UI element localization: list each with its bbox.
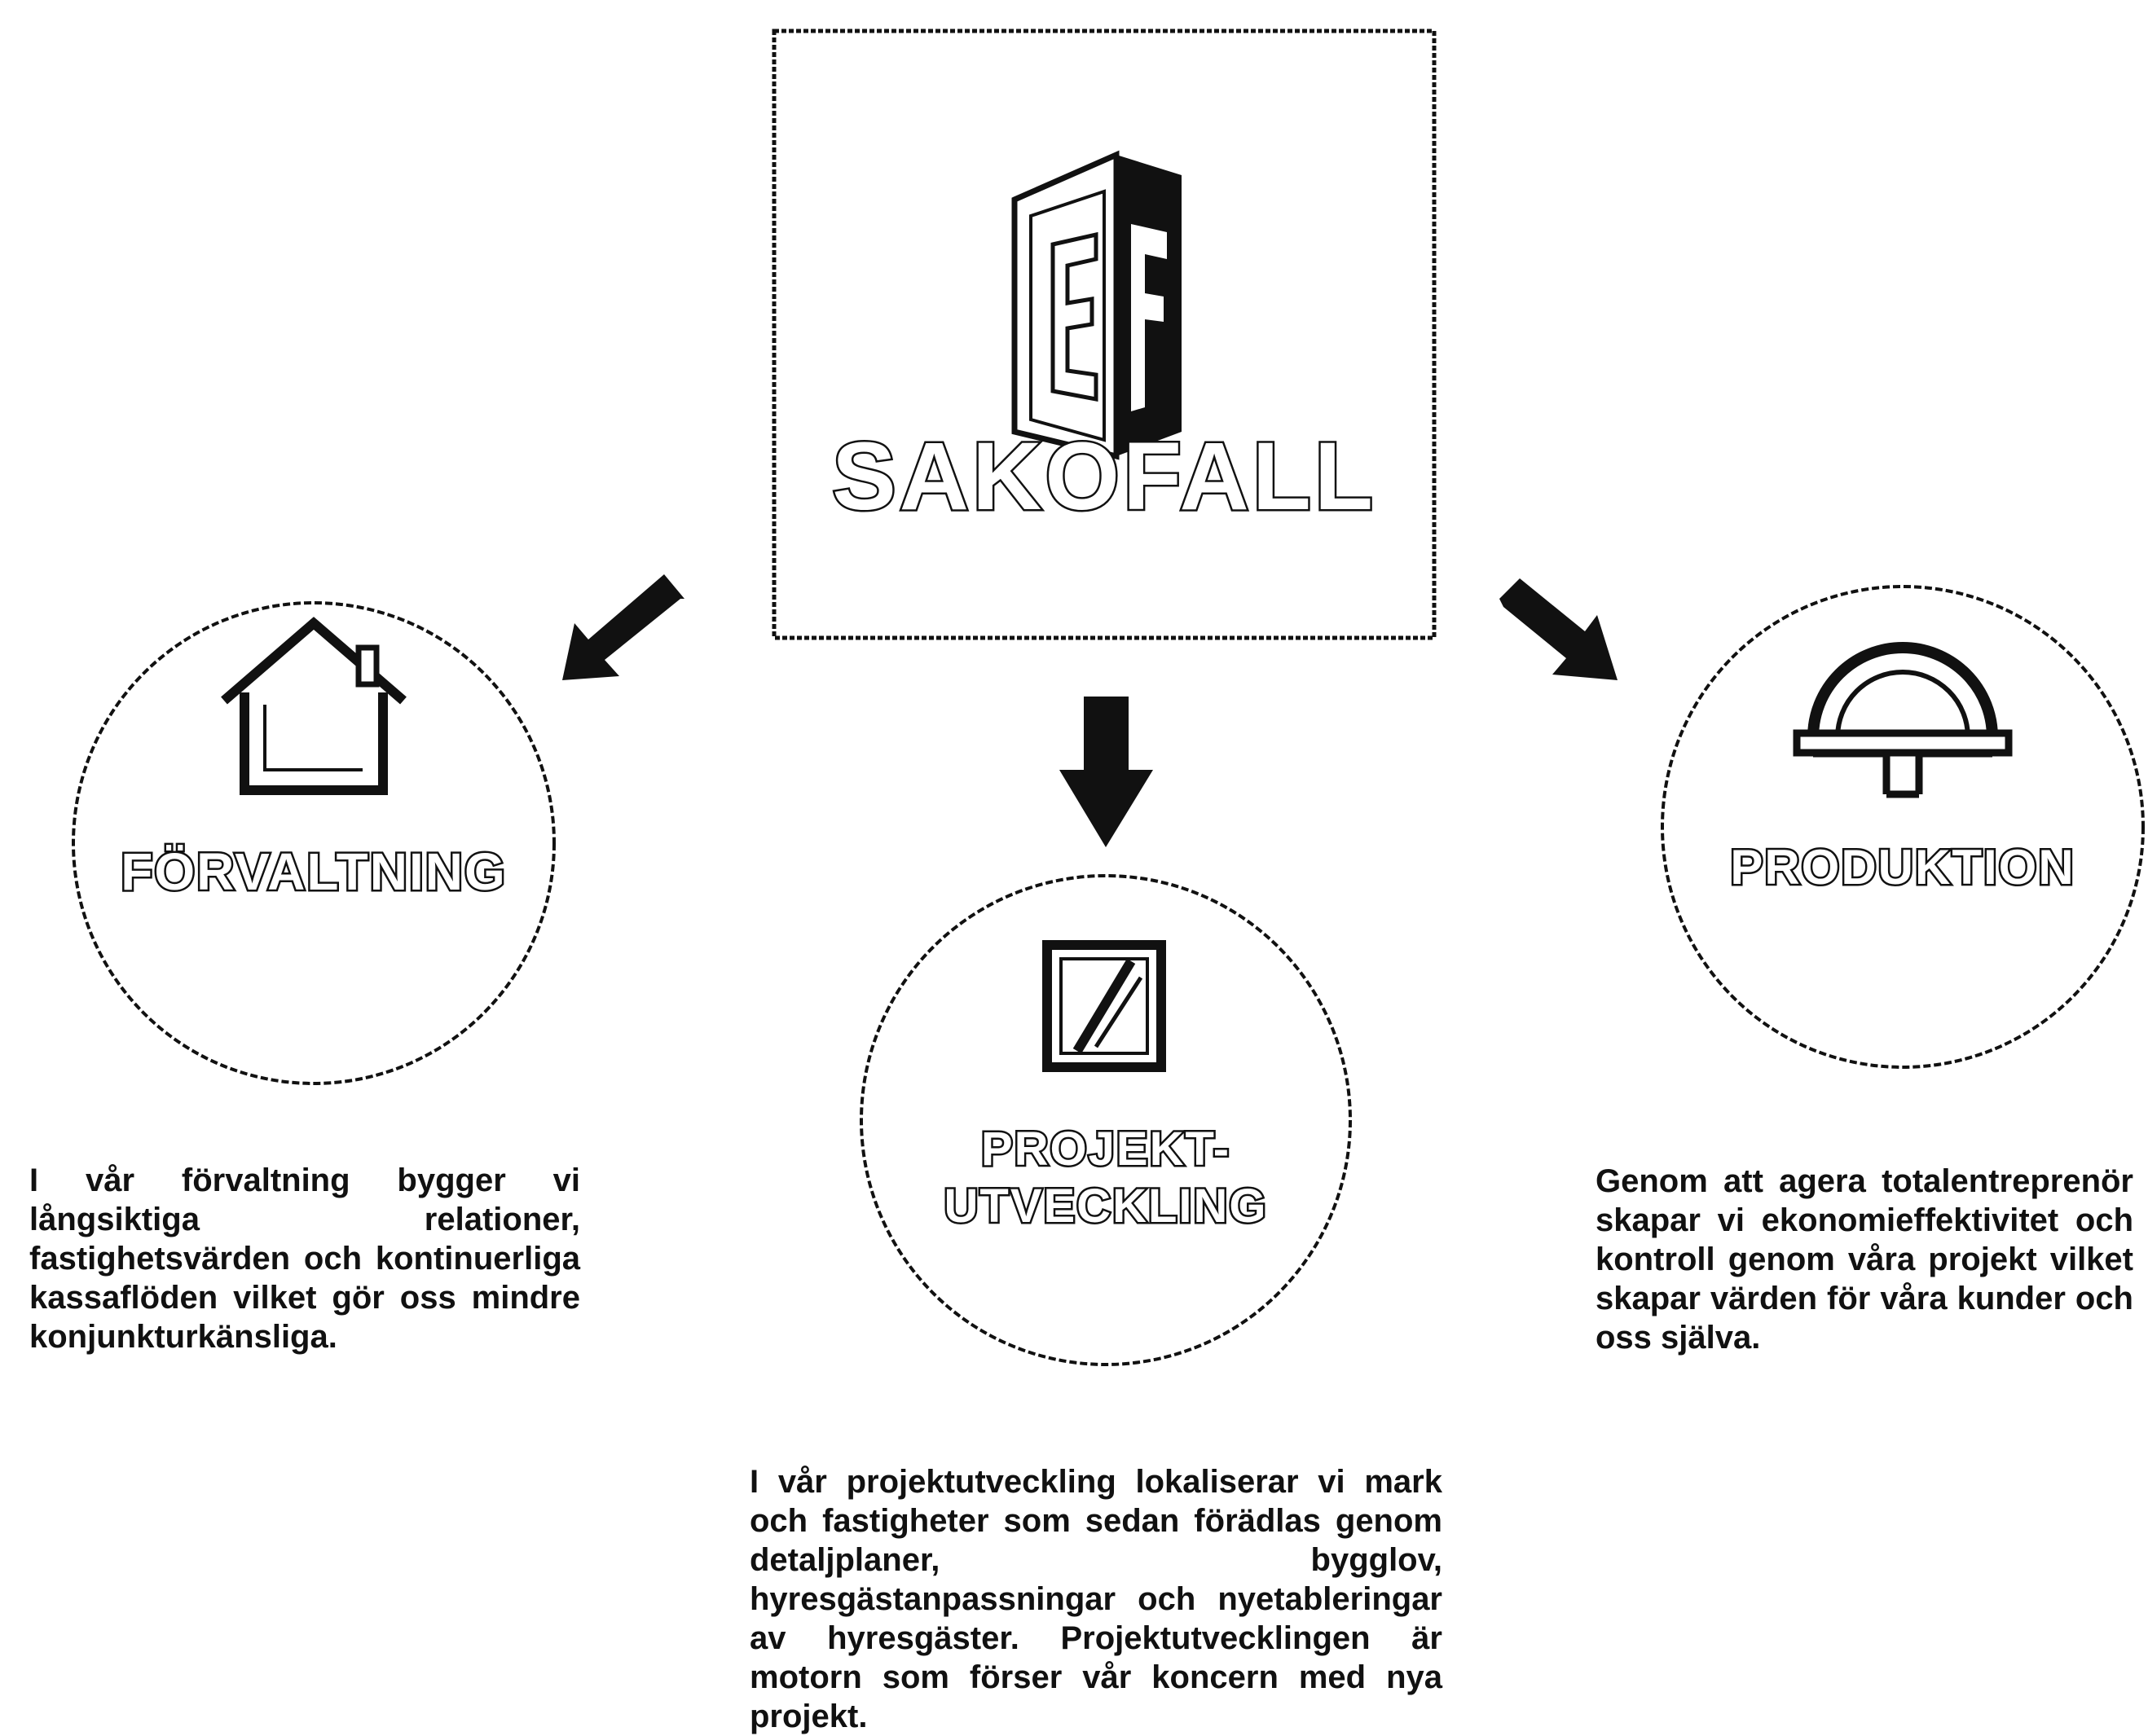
business-model-diagram: EF SAKOFALL FÖRVALTNING PROJEKT- UT [72,29,2145,1366]
produktion-node: PRODUKTION [1661,585,2145,1069]
projektutveckling-description: I vår projektutveckling lokaliserar vi m… [750,1464,1442,1734]
forvaltning-label: FÖRVALTNING [121,842,507,901]
projektutveckling-label-line-1: PROJEKT- [981,1123,1230,1176]
document-pen-icon [1042,940,1166,1072]
brand-name: SAKOFALL [832,423,1376,530]
forvaltning-node: FÖRVALTNING [72,601,556,1085]
sakofall-logo-icon: EF [1011,150,1182,460]
logo-box: EF SAKOFALL [772,29,1437,640]
projektutveckling-label-line-2: UTVECKLING [944,1180,1268,1233]
house-icon [221,617,407,795]
projektutveckling-node: PROJEKT- UTVECKLING [860,874,1352,1366]
arrow-to-forvaltning [562,574,684,680]
arrow-to-projektutveckling [1059,697,1153,847]
hard-hat-icon [1793,642,2013,798]
arrow-to-produktion [1499,578,1618,680]
produktion-description: Genom att agera totalentreprenör skapar … [1596,1163,2133,1356]
forvaltning-description: I vår förvaltning bygger vi långsiktiga … [29,1162,580,1355]
produktion-label: PRODUKTION [1730,840,2075,894]
